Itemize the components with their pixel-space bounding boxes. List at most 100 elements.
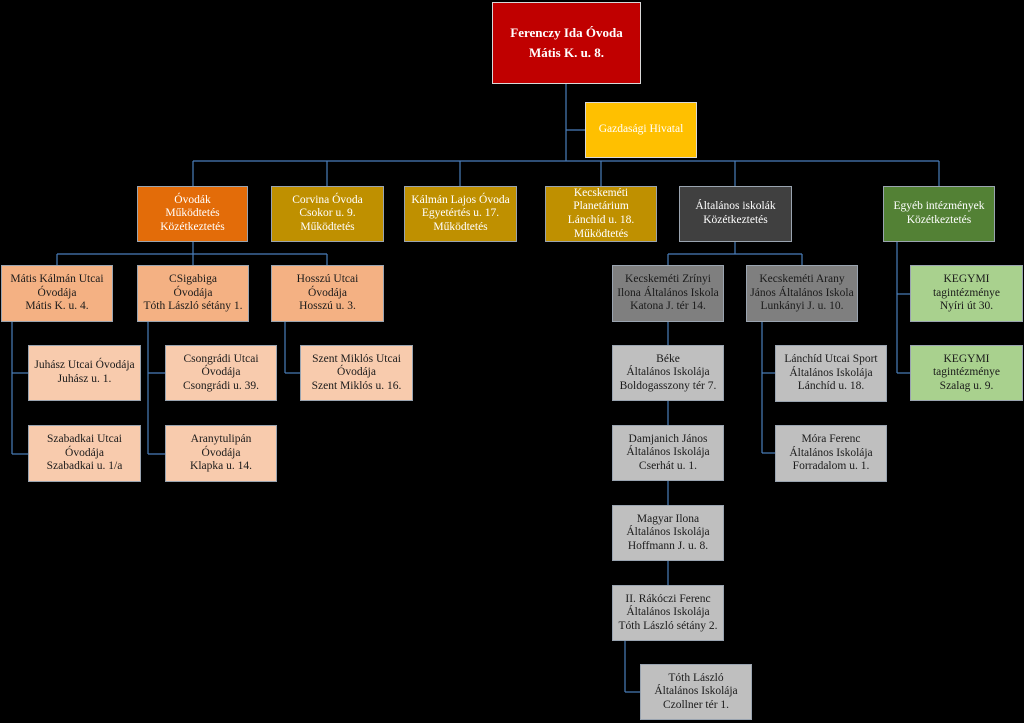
node-text-line: Mátis K. u. 4. <box>25 300 89 313</box>
node-text-line: Egyéb intézmények <box>893 200 985 213</box>
node-text-line: Lánchíd u. 18. <box>797 380 865 393</box>
node-text-line: Tóth László sétány 1. <box>143 300 243 313</box>
node-text-line: Óvodája <box>173 286 213 299</box>
node-text-line: Planetárium <box>573 200 629 213</box>
node-text-line: Általános Iskolája <box>626 366 710 379</box>
node-text-line: Mátis K. u. 8. <box>528 45 605 60</box>
node-text-line: Kecskeméti <box>573 186 629 199</box>
node-text-line: Lánchíd Utcai Sport <box>784 353 878 366</box>
node-text-line: Működtetés <box>300 220 355 233</box>
node-text-line: Óvodája <box>308 286 347 299</box>
node-text-line: Általános Iskolája <box>626 446 710 459</box>
node-text-line: CSigabiga <box>169 273 217 286</box>
node-text-line: Csokor u. 9. <box>299 207 356 220</box>
node-text-line: Tóth László <box>668 671 724 684</box>
node-text-line: Általános iskolák <box>695 200 776 213</box>
node-text-line: Katona J. tér 14. <box>630 300 706 313</box>
node-text-line: Cserhát u. 1. <box>638 459 698 472</box>
node-text-line: Közétkeztetés <box>160 220 225 233</box>
node-text-line: Óvodája <box>337 366 376 379</box>
node-text-line: Béke <box>656 352 680 365</box>
node-text-line: Szent Miklós u. 16. <box>311 379 402 392</box>
node-text-line: Közétkeztetés <box>906 214 972 226</box>
node-text-line: Működtetés <box>573 227 629 240</box>
node-text-line: tagintézménye <box>932 366 1001 379</box>
node-text-line: tagintézménye <box>932 286 1001 299</box>
node-text-line: Óvodája <box>37 286 77 299</box>
node-text-line: Mátis Kálmán Utcai <box>10 273 104 286</box>
node-text-line: Tóth László sétány 2. <box>618 619 718 632</box>
node-text-line: Általános Iskolája <box>789 366 873 379</box>
node-text-line: Ferenczy Ida Óvoda <box>510 24 623 40</box>
node-text-line: Hoffmann J. u. 8. <box>627 539 709 552</box>
node-text-line: Gazdasági Hivatal <box>598 123 684 136</box>
node-text-line: Szalag u. 9. <box>939 379 994 392</box>
node-text-line: Czollner tér 1. <box>662 698 730 711</box>
node-text-line: Nyíri út 30. <box>939 300 994 313</box>
node-text-line: Ilona Általános Iskola <box>617 286 719 299</box>
node-text-line: Hosszú u. 3. <box>299 300 356 313</box>
node-text-line: Magyar Ilona <box>636 512 700 525</box>
node-text-line: Hosszú Utcai <box>296 273 359 286</box>
node-text-line: Szabadkai u. 1/a <box>46 460 123 473</box>
node-text-line: Csongrádi Utcai <box>183 352 259 365</box>
node-text-line: János Általános Iskola <box>750 286 854 299</box>
node-text-line: Lánchíd u. 18. <box>567 214 635 226</box>
node-text-line: Boldogasszony tér 7. <box>619 379 717 392</box>
node-text-line: Csongrádi u. 39. <box>182 379 260 392</box>
node-text-line: Klapka u. 14. <box>190 460 252 473</box>
node-text-line: Kecskeméti Arany <box>759 273 845 286</box>
node-text-line: Egyetértés u. 17. <box>421 207 500 220</box>
node-text-line: Általános Iskolája <box>789 446 873 459</box>
node-text-line: Működtetés <box>165 207 220 220</box>
node-text-line: Forradalom u. 1. <box>792 460 870 473</box>
gazdasagi-hivatal[interactable]: Gazdasági Hivatal <box>585 102 697 158</box>
node-text-line: Lunkányi J. u. 10. <box>760 300 844 313</box>
node-text-line: Aranytulipán <box>190 433 252 446</box>
node-text-line: Damjanich János <box>628 432 708 445</box>
node-text-line: Kálmán Lajos Óvoda <box>411 193 510 206</box>
node-text-line: Juhász Utcai Óvodája <box>34 359 135 372</box>
node-text-line: Óvodája <box>201 446 241 459</box>
node-text-line: KEGYMI <box>943 352 990 365</box>
node-text-line: Szabadkai Utcai <box>46 433 123 446</box>
node-text-line: Működtetés <box>433 220 488 233</box>
node-text-line: II. Rákóczi Ferenc <box>625 592 711 605</box>
node-text-line: Szent Miklós Utcai <box>312 352 401 365</box>
node-text-line: Móra Ferenc <box>801 433 861 446</box>
node-text-line: Óvodája <box>201 366 241 379</box>
node-text-line: Óvodája <box>65 446 104 459</box>
node-text-line: Közétkeztetés <box>703 214 768 226</box>
node-text-line: Kecskeméti Zrínyi <box>625 273 711 286</box>
node-text-line: Corvina Óvoda <box>292 193 363 206</box>
node-text-line: Általános Iskolája <box>626 526 710 539</box>
node-text-line: Juhász u. 1. <box>57 373 112 385</box>
